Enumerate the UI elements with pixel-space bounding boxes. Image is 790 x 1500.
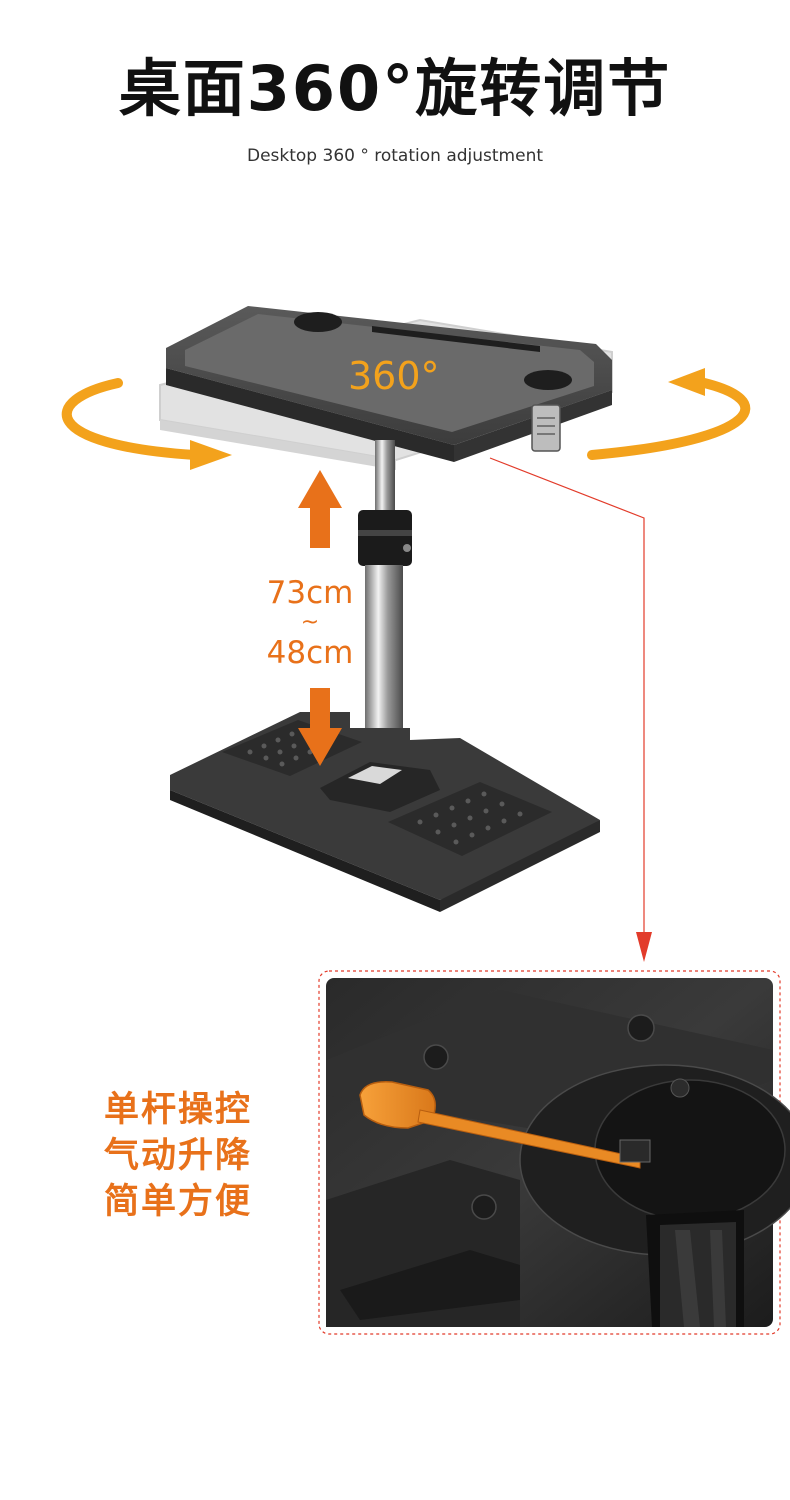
feature-item-pneumatic-lift: 气动升降 <box>104 1136 253 1176</box>
page-title: 桌面360°旋转调节 <box>118 52 672 125</box>
base <box>170 712 600 912</box>
desk-tray <box>166 306 612 462</box>
callout-line <box>489 457 652 962</box>
rotation-arrow-right-icon <box>587 368 751 460</box>
feature-list: 单杆操控 气动升降 简单方便 <box>104 1088 252 1226</box>
page-subtitle: Desktop 360 ° rotation adjustment <box>246 146 544 166</box>
rotation-arrow-left-icon <box>61 378 232 470</box>
height-arrow-up-icon <box>298 470 342 548</box>
rotation-label: 360° <box>348 354 440 398</box>
upper-pole <box>375 440 395 515</box>
height-max-label: 73cm <box>266 575 354 611</box>
height-arrow-down-icon <box>298 688 342 766</box>
feature-item-easy: 简单方便 <box>104 1182 253 1222</box>
detail-inset <box>318 970 790 1335</box>
height-separator: ~ <box>300 610 320 635</box>
height-min-label: 48cm <box>266 635 354 671</box>
feature-item-single-lever: 单杆操控 <box>104 1090 253 1130</box>
pole-collar <box>358 510 412 566</box>
